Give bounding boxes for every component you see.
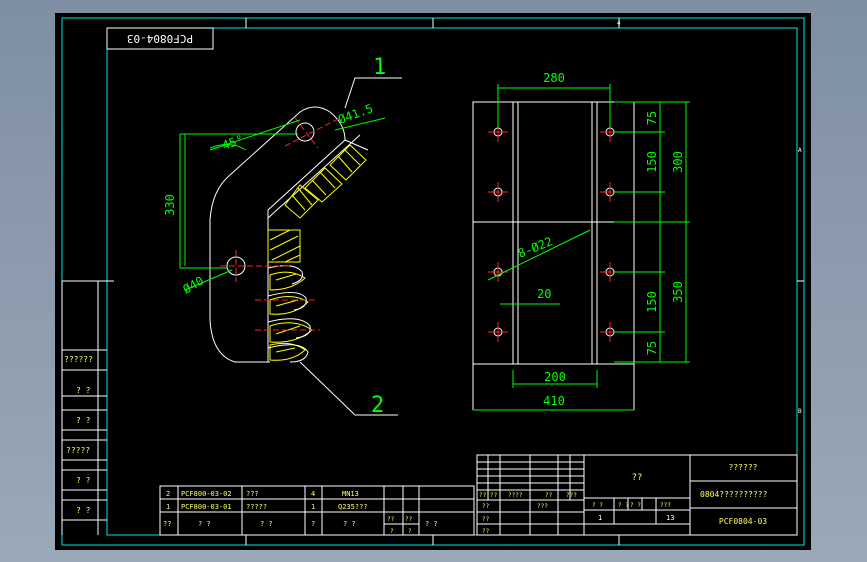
centerlines-side [220,117,341,331]
plan-dimensions [473,84,690,411]
dim-angle: 45° [220,132,245,153]
part-label-1: 1 [373,55,386,80]
bom-row1-material: MN13 [342,490,359,498]
bom-header-qty: ? [311,520,315,528]
bom-table-grid [159,485,475,536]
rotated-code-box [106,27,214,50]
bom-header-extra: ? ? [425,520,438,528]
left-table-row3: ? ? [76,416,91,425]
side-view-dimensions [179,117,386,291]
tb-scale-h1: ? ? [592,502,603,509]
title-drawing-name: 0804?????????? [700,490,768,499]
dim-330: 330 [163,194,177,216]
bom-header-c7: ?? [405,516,413,523]
bom-row1-name: ??? [246,490,259,498]
bom-header-c9: ? [408,528,412,535]
bom-header-material: ? ? [343,520,356,528]
title-block-grid [476,454,798,536]
bom-row2-no: 1 [166,503,170,511]
bom-row1-code: PCF800-03-02 [181,490,232,498]
tb-small-1: ?? [479,492,487,499]
left-table-row6: ? ? [76,506,91,515]
dim-150-bottom: 150 [645,291,659,313]
left-side-table [61,281,107,535]
title-drawing-no: PCF0804-03 [719,517,767,526]
tb-scale-h4: ??? [660,502,671,509]
dim-150-top: 150 [645,151,659,173]
bom-row1-no: 2 [166,490,170,498]
bom-row2-qty: 1 [311,503,315,511]
dim-410: 410 [543,394,565,408]
bom-row2-code: PCF800-03-01 [181,503,232,511]
tb-small-5: ??? [566,492,577,499]
bom-header-code: ? ? [198,520,211,528]
title-company: ?????? [729,463,758,472]
bom-header-no: ?? [163,520,171,528]
hole-lower [226,256,246,276]
part-label-2: 2 [371,393,384,418]
bom-row2-name: ????? [246,503,267,511]
rotated-drawing-code: PCF0804-03 [127,32,193,45]
dim-200: 200 [544,370,566,384]
leader-line-1 [344,77,402,109]
tb-sign-2: ??? [537,503,548,510]
dim-75-top: 75 [645,111,659,125]
title-center: ?? [632,473,643,483]
tb-scale-val2: 13 [666,514,674,522]
tb-approve: ?? [482,528,490,535]
dim-350: 350 [671,281,685,303]
zone-b-label: B [798,408,802,415]
model-space [55,13,811,550]
left-table-row5: ? ? [76,476,91,485]
tb-small-2: ?? [490,492,498,499]
plan-view: 280 75 150 300 8-Ø22 20 150 350 75 200 4… [472,71,690,411]
zone-a-label: A [798,147,802,154]
bom-header-name: ? ? [260,520,273,528]
bom-header-c6: ?? [387,516,395,523]
tb-scale-val1: 1 [598,514,602,522]
frame-ticks [62,18,804,545]
bom-row2-material: Q235??? [338,503,368,511]
liner-inner-edge [267,134,361,219]
liner-body-outline [209,106,346,363]
dim-280: 280 [543,71,565,85]
hole-upper [295,122,315,142]
dim-300: 300 [671,151,685,173]
dim-75-bottom: 75 [645,341,659,355]
zone-top-label: 4 [617,20,621,27]
dim-20: 20 [537,287,551,301]
left-table-row1: ?????? [64,355,93,364]
left-table-row2: ? ? [76,386,91,395]
tb-small-3: ???? [508,492,523,499]
tb-scale-h3: ? ? [630,502,641,509]
tb-sign-1: ?? [482,503,490,510]
tb-scale-h2: ? ? [618,502,629,509]
left-table-row4: ????? [66,446,90,455]
tb-small-4: ?? [545,492,553,499]
liner-teeth [267,265,311,363]
leader-line-2 [299,361,398,416]
plan-outline [472,101,635,365]
bom-header-c8: ? [390,528,394,535]
tb-review: ?? [482,516,490,523]
bom-row1-qty: 4 [311,490,315,498]
